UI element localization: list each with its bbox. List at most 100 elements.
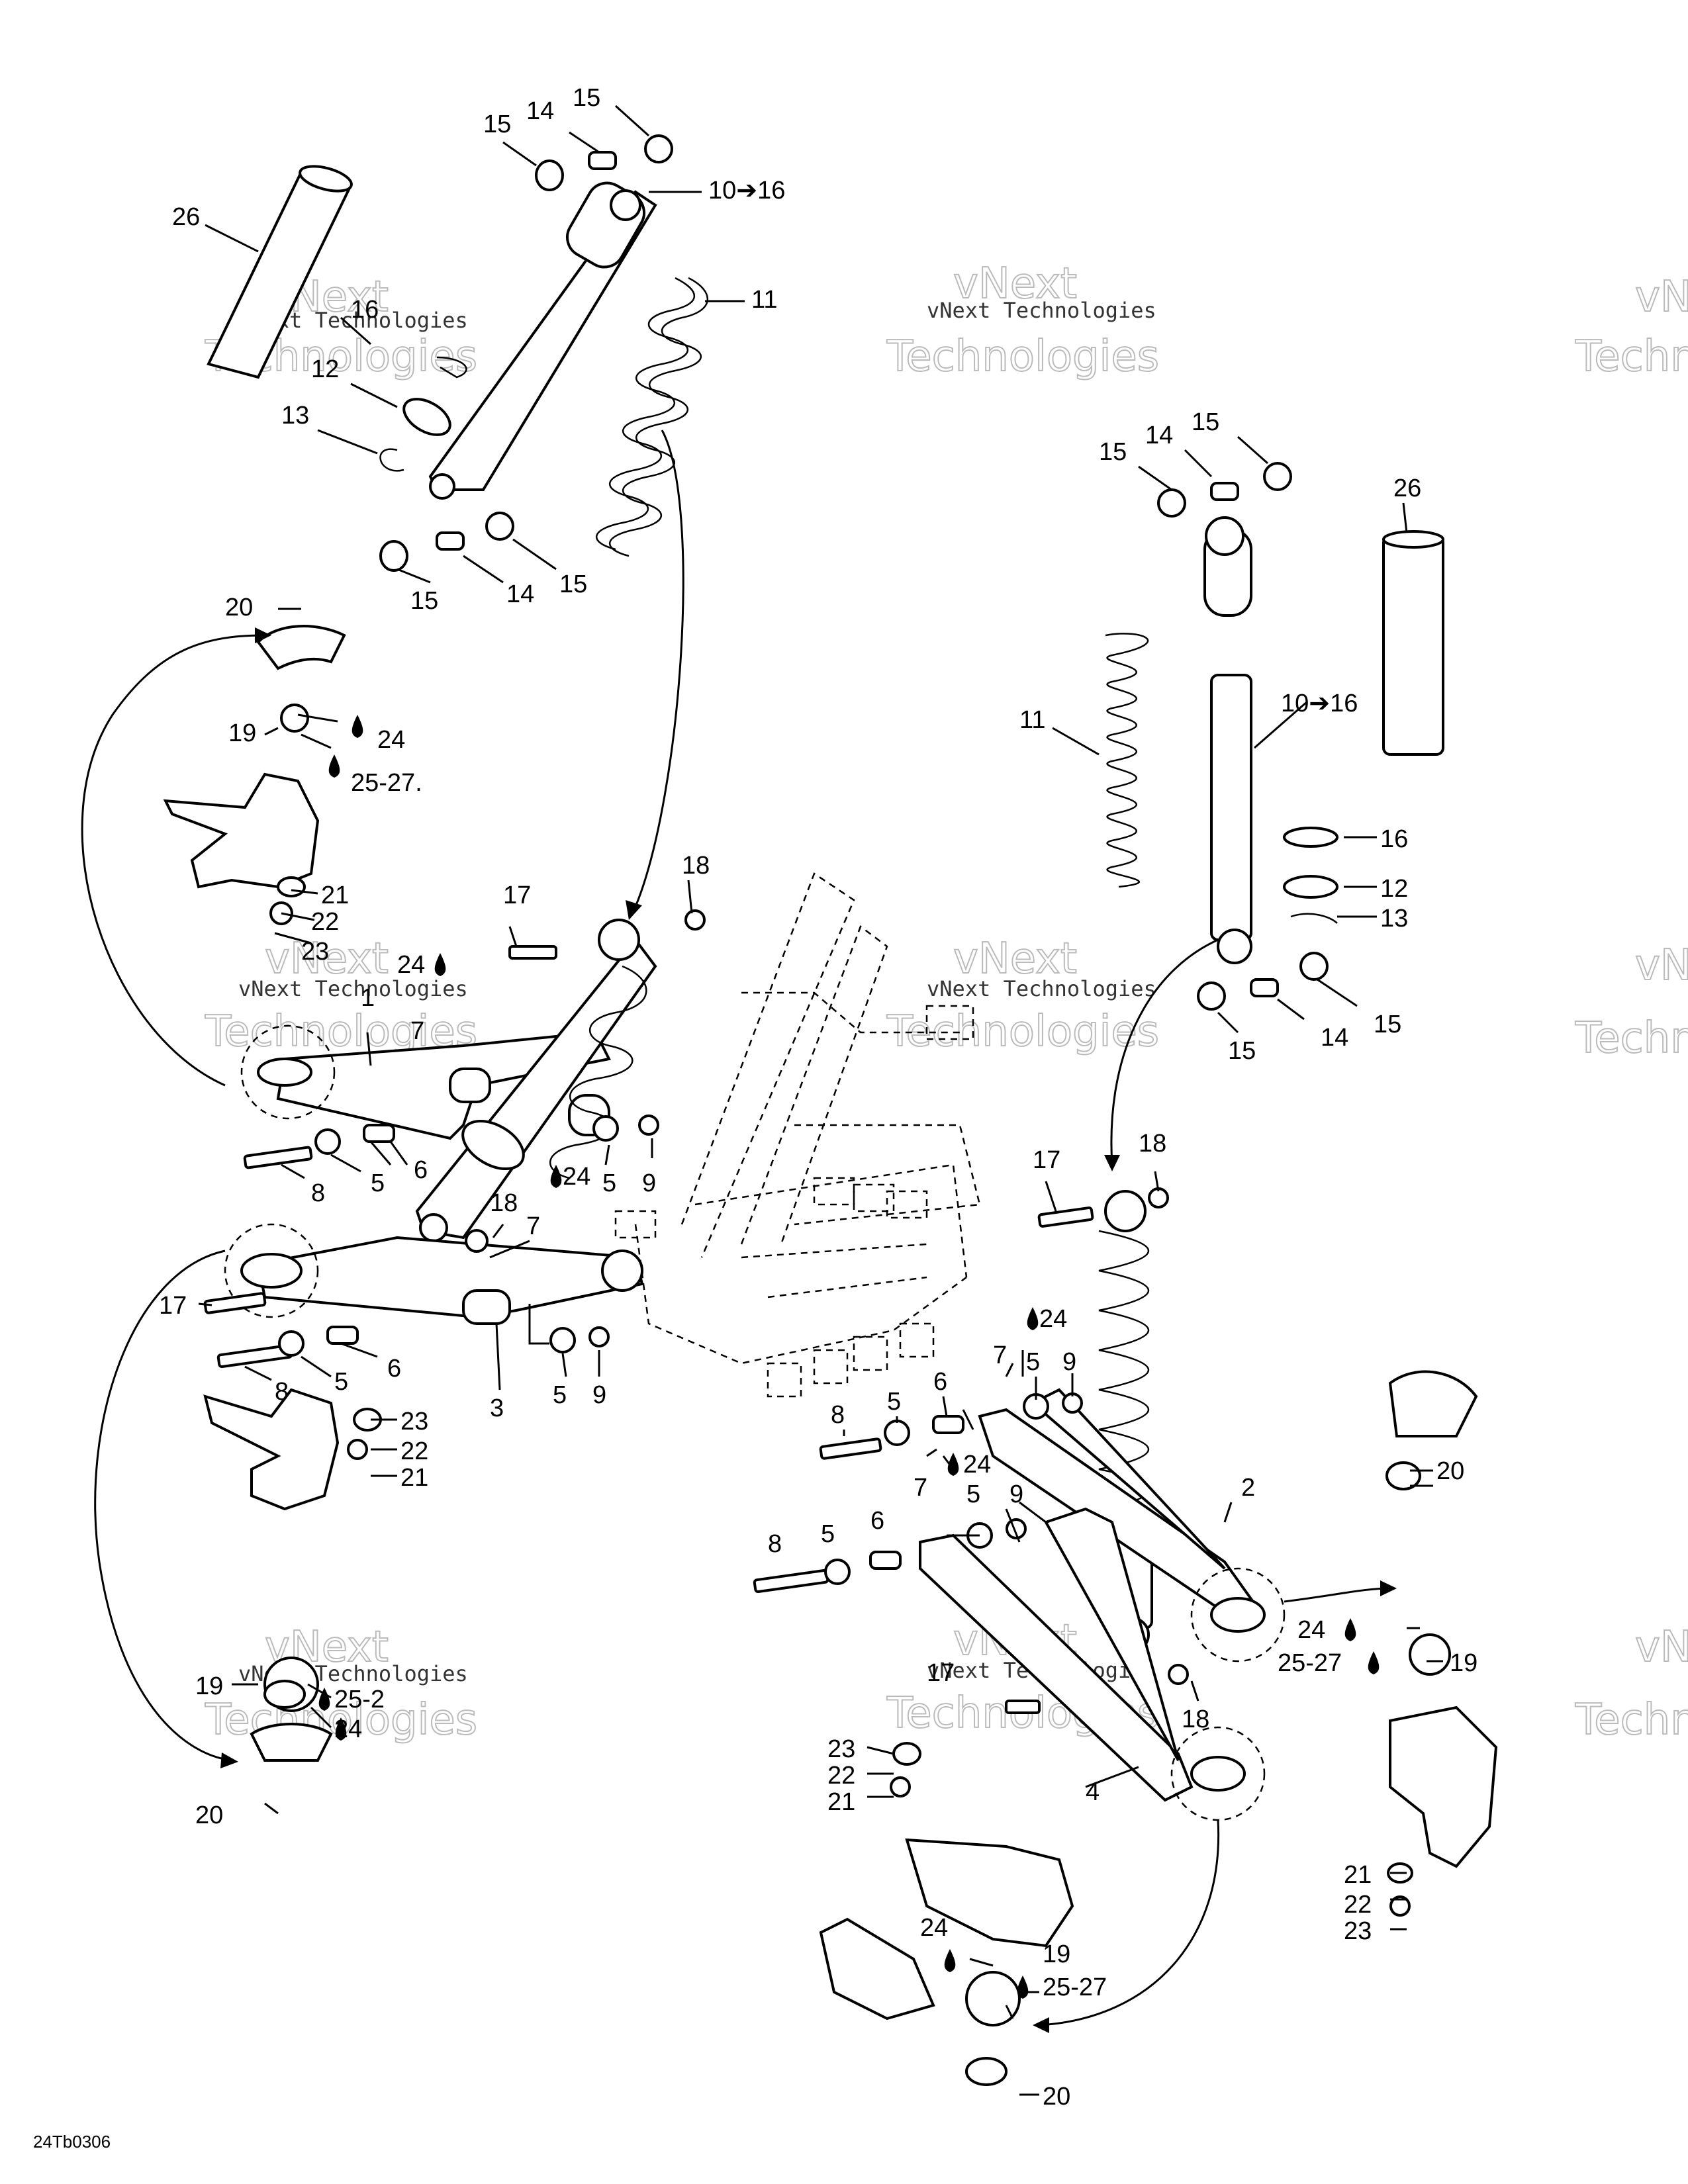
- shock-absorber-left: [428, 181, 657, 500]
- label-5: 5: [821, 1520, 835, 1548]
- oil-drop-icon: [1017, 1976, 1029, 1999]
- knuckle-right: [1385, 1370, 1498, 1917]
- oil-drop-icon: [352, 715, 363, 738]
- label-10-16: 10➔16: [708, 177, 785, 205]
- watermark-3-small: vNext Technologies: [238, 976, 468, 1001]
- label-8: 8: [768, 1530, 782, 1558]
- label-17: 17: [1033, 1146, 1060, 1174]
- label-12: 12: [1380, 875, 1408, 903]
- watermark-2-line2: Technologies: [886, 332, 1159, 381]
- label-24: 24: [1039, 1305, 1067, 1333]
- label-5: 5: [887, 1388, 901, 1416]
- label-26: 26: [172, 203, 200, 231]
- label-18: 18: [682, 852, 710, 880]
- label-15: 15: [410, 587, 438, 615]
- watermark-9-line1: vNext: [1635, 1623, 1688, 1672]
- label-5: 5: [602, 1169, 616, 1197]
- label-25-27: 25-27: [1043, 1974, 1107, 2001]
- label-13: 13: [1380, 905, 1408, 933]
- watermark-4-line1: vNext: [953, 934, 1077, 983]
- label-15: 15: [1228, 1037, 1256, 1065]
- label-11: 11: [751, 286, 777, 314]
- label-12: 12: [311, 355, 339, 383]
- label-25-27: 25-27.: [351, 769, 422, 797]
- dust-cover-tube-left: [207, 165, 353, 379]
- knuckle-upper-left: [163, 625, 346, 925]
- label-11: 11: [1019, 706, 1045, 734]
- label-23: 23: [827, 1735, 855, 1763]
- oil-drop-icon: [1027, 1307, 1039, 1330]
- label-6: 6: [387, 1355, 401, 1383]
- label-24: 24: [1297, 1616, 1325, 1644]
- label-8: 8: [831, 1401, 845, 1429]
- label-5: 5: [334, 1368, 348, 1396]
- label-26: 26: [1393, 475, 1421, 502]
- bushings-right: [1157, 462, 1329, 1011]
- oil-drop-icon: [1344, 1618, 1356, 1641]
- label-14: 14: [1321, 1024, 1348, 1052]
- label-9: 9: [642, 1169, 656, 1197]
- lubricant-drops: [318, 715, 1380, 1999]
- label-14: 14: [1145, 422, 1173, 449]
- label-13: 13: [281, 402, 309, 430]
- label-25-2: 25-2: [334, 1686, 385, 1713]
- label-6: 6: [933, 1368, 947, 1396]
- watermark-7-line2: Technologies: [1575, 332, 1688, 381]
- label-22: 22: [827, 1762, 855, 1790]
- label-15: 15: [559, 570, 587, 598]
- label-9: 9: [1062, 1348, 1076, 1376]
- label-24: 24: [397, 951, 425, 979]
- label-5: 5: [966, 1480, 980, 1508]
- label-17: 17: [503, 882, 531, 909]
- label-1: 1: [361, 984, 375, 1012]
- seal-ring-left: [379, 356, 467, 472]
- label-18: 18: [1139, 1130, 1166, 1158]
- oil-drop-icon: [1368, 1651, 1380, 1674]
- watermark-8-line1: vNext: [1635, 941, 1688, 990]
- shock-absorber-right: [1203, 516, 1252, 964]
- knuckle-lower-left: [203, 1388, 382, 1762]
- part-labels: 15 14 15 10➔16 26 11 16 12 13 15 14 15 2…: [159, 84, 1477, 2111]
- label-8: 8: [311, 1179, 325, 1207]
- vehicle-frame: [614, 872, 981, 1398]
- label-19: 19: [195, 1672, 223, 1700]
- label-6: 6: [870, 1507, 884, 1535]
- label-24: 24: [563, 1163, 590, 1191]
- label-16: 16: [351, 296, 379, 324]
- dust-cover-tube-right: [1382, 530, 1444, 756]
- seal-ring-right: [1283, 827, 1338, 924]
- label-24: 24: [920, 1914, 948, 1942]
- diagram-code: 24Tb0306: [33, 2132, 111, 2152]
- label-21: 21: [400, 1464, 428, 1492]
- label-25-27: 25-27: [1278, 1649, 1342, 1677]
- label-19: 19: [228, 719, 256, 747]
- label-19: 19: [1450, 1649, 1477, 1677]
- label-2: 2: [1241, 1474, 1255, 1502]
- label-15: 15: [483, 111, 511, 138]
- label-5: 5: [371, 1169, 385, 1197]
- watermark-7-line1: vNext: [1635, 273, 1688, 322]
- watermark-8-line2: Technologies: [1575, 1014, 1688, 1063]
- label-14: 14: [526, 97, 554, 125]
- label-22: 22: [400, 1437, 428, 1465]
- label-15: 15: [1099, 438, 1127, 466]
- bushings-top-left: [379, 134, 673, 572]
- label-7: 7: [526, 1212, 540, 1240]
- label-23: 23: [301, 938, 329, 966]
- label-19: 19: [1043, 1940, 1070, 1968]
- knuckle-lower-center: [819, 1742, 1074, 2086]
- watermarks: vNext Technologies vNext Technologies vN…: [204, 259, 1688, 1745]
- label-20: 20: [1436, 1457, 1464, 1485]
- label-15: 15: [573, 84, 600, 112]
- label-15: 15: [1192, 408, 1219, 436]
- label-21: 21: [1344, 1861, 1372, 1889]
- assembly-arrows: [81, 430, 1397, 2033]
- label-9: 9: [1009, 1480, 1023, 1508]
- label-24: 24: [377, 726, 405, 754]
- label-22: 22: [1344, 1891, 1372, 1919]
- label-20: 20: [195, 1801, 223, 1829]
- label-20: 20: [225, 594, 253, 621]
- label-14: 14: [506, 580, 534, 608]
- label-17: 17: [159, 1292, 187, 1320]
